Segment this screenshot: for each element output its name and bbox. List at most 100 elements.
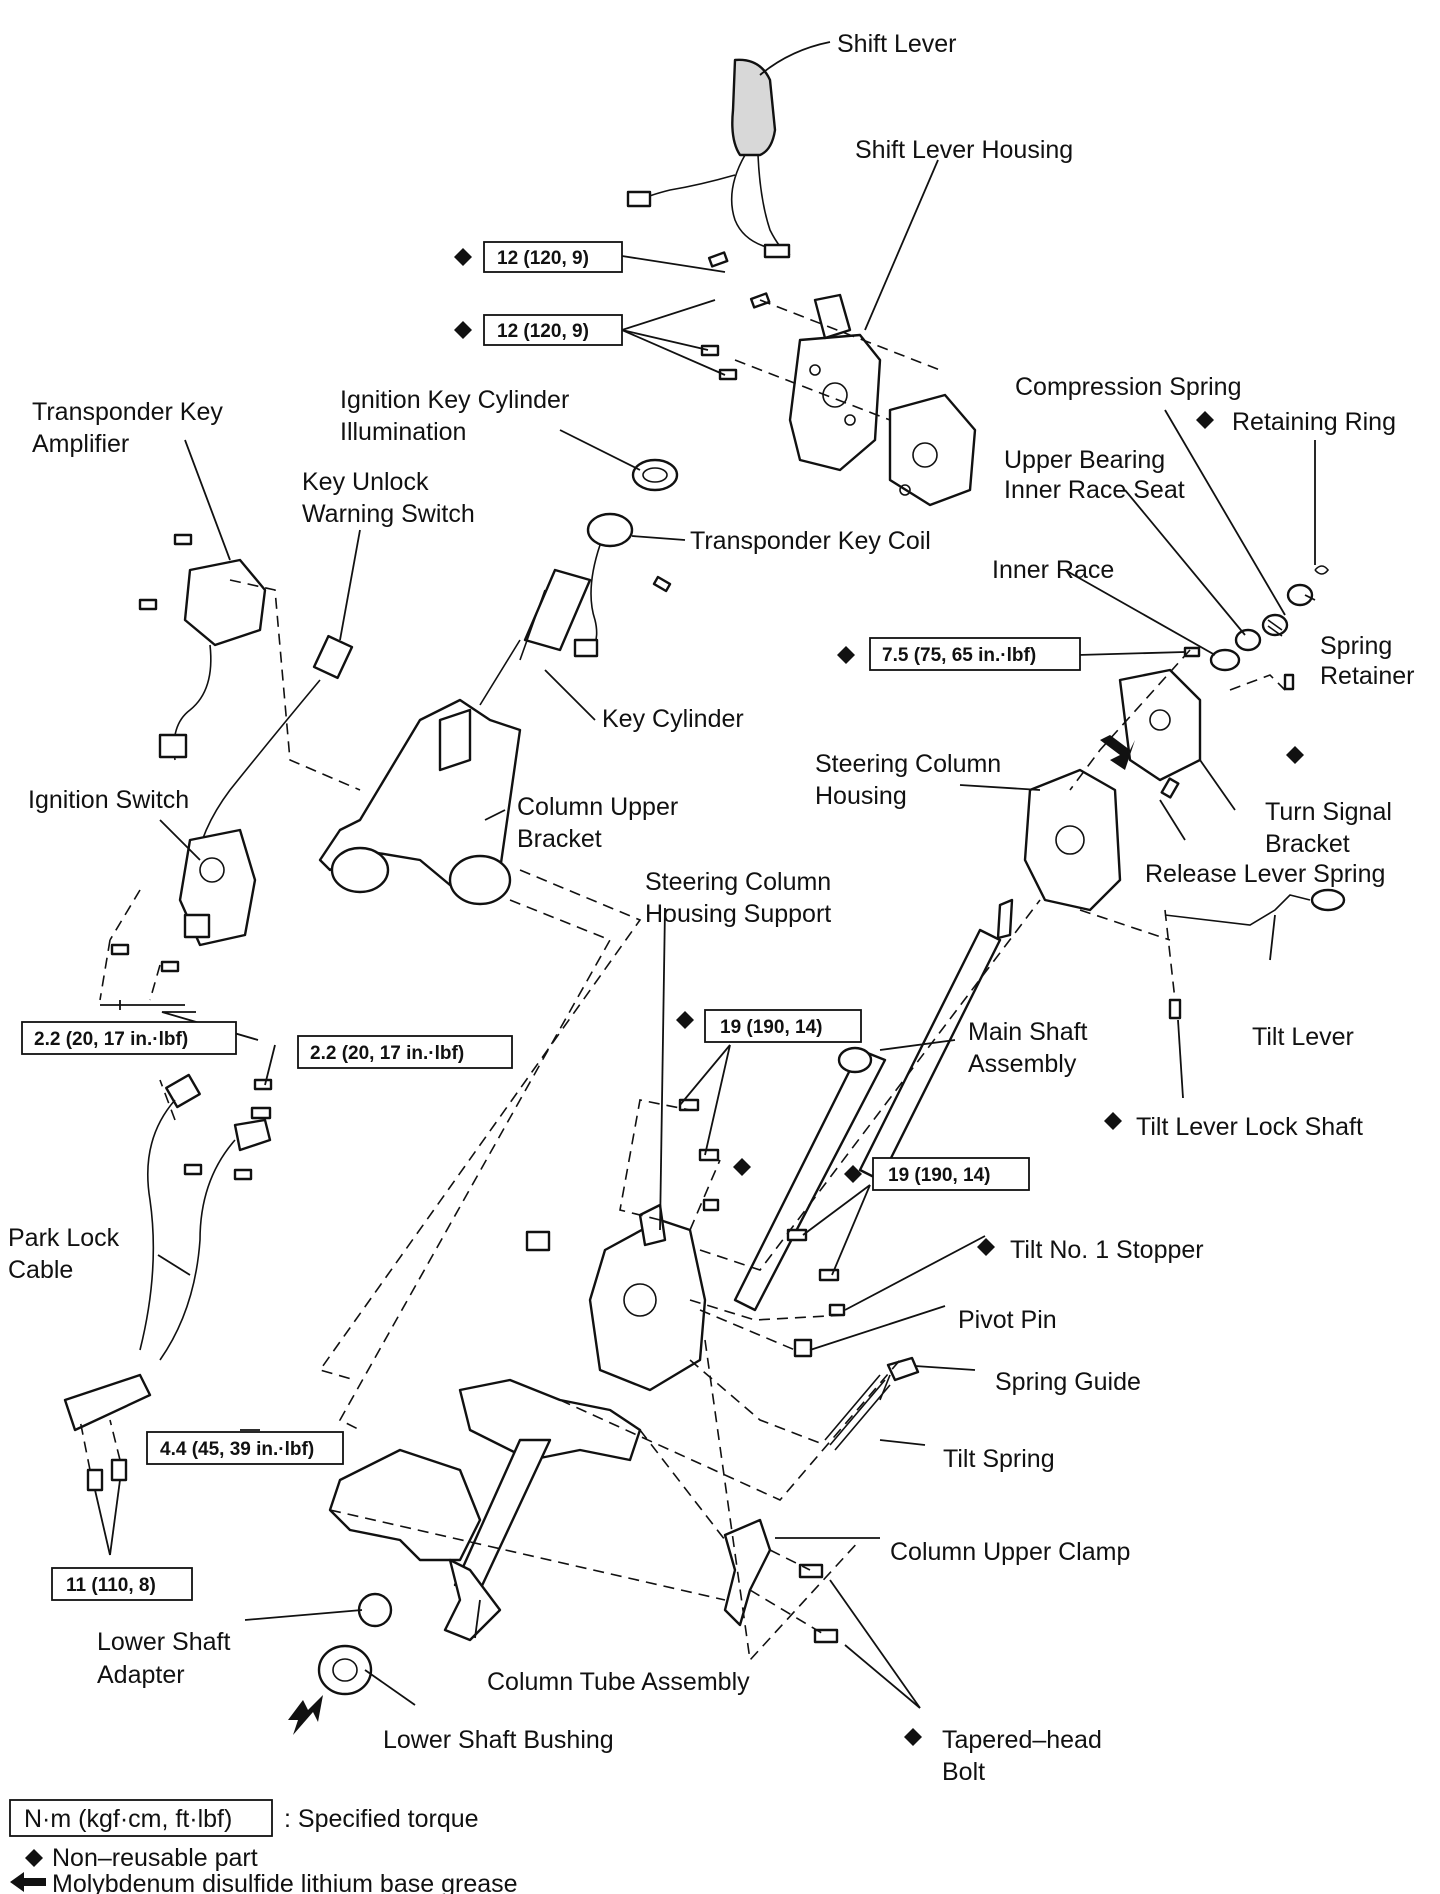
column-upper-clamp-part (723, 1518, 839, 1644)
steering-column-housing-part (1023, 668, 1202, 912)
label-tapered-head-bolt-1: Tapered–head (942, 1726, 1102, 1754)
diamond-icon (844, 1165, 862, 1183)
torque-specs: 12 (120, 9) 12 (120, 9) 7.5 (75, 65 in.·… (21, 241, 1081, 1601)
assembly-dashed-lines (79, 299, 1286, 1662)
diamond-icon (1286, 746, 1304, 764)
label-lower-shaft-adapter-1: Lower Shaft (97, 1628, 230, 1656)
label-turn-signal-bracket-1: Turn Signal (1265, 798, 1392, 826)
legend-torque-desc: : Specified torque (284, 1805, 479, 1833)
tilt-lever-part (1164, 888, 1346, 1020)
label-housing-support-2: Housing Support (645, 900, 831, 928)
label-inner-race: Inner Race (992, 556, 1114, 584)
label-tilt-no1-stopper: Tilt No. 1 Stopper (1010, 1236, 1204, 1264)
tilt-spring-part (824, 1356, 920, 1451)
label-spring-guide: Spring Guide (995, 1368, 1141, 1396)
diamond-icon (1104, 1112, 1122, 1130)
torque-box: 4.4 (45, 39 in.·lbf) (146, 1431, 344, 1465)
label-column-tube-assembly: Column Tube Assembly (487, 1668, 750, 1696)
label-shift-lever: Shift Lever (837, 30, 957, 58)
shift-lever-housing-part (788, 293, 977, 507)
grease-arrow-icon (10, 1872, 46, 1892)
label-main-shaft-2: Assembly (968, 1050, 1077, 1078)
label-release-lever-spring: Release Lever Spring (1145, 860, 1385, 888)
legend-non-reusable: Non–reusable part (52, 1844, 258, 1872)
label-tapered-head-bolt-2: Bolt (942, 1758, 985, 1786)
label-key-unlock-2: Warning Switch (302, 500, 475, 528)
svg-text:2.2 (20, 17 in.·lbf): 2.2 (20, 17 in.·lbf) (310, 1043, 464, 1064)
legend: N·m (kgf·cm, ft·lbf) : Specified torque … (9, 1799, 518, 1894)
column-upper-bracket-part (318, 698, 522, 906)
shift-lever-part (626, 58, 791, 259)
label-key-unlock-1: Key Unlock (302, 468, 429, 496)
svg-text:19 (190, 14): 19 (190, 14) (888, 1165, 990, 1186)
diamond-icon (454, 248, 472, 266)
label-column-upper-bracket-2: Bracket (517, 825, 602, 853)
label-main-shaft-1: Main Shaft (968, 1018, 1088, 1046)
non-reusable-markers (454, 248, 1304, 1746)
svg-text:7.5 (75, 65 in.·lbf): 7.5 (75, 65 in.·lbf) (882, 645, 1036, 666)
label-upper-bearing: Upper Bearing (1004, 446, 1165, 474)
label-lower-shaft-adapter-2: Adapter (97, 1661, 185, 1689)
legend-grease: Molybdenum disulfide lithium base grease (52, 1870, 518, 1894)
torque-box: 2.2 (20, 17 in.·lbf) (21, 1021, 237, 1055)
label-spring-retainer-2: Retainer (1320, 662, 1415, 690)
torque-box: 7.5 (75, 65 in.·lbf) (869, 637, 1081, 671)
label-park-lock-cable-2: Cable (8, 1256, 73, 1284)
label-illumination-2: Illumination (340, 418, 466, 446)
torque-box: 12 (120, 9) (483, 314, 623, 346)
svg-text:2.2 (20, 17 in.·lbf): 2.2 (20, 17 in.·lbf) (34, 1029, 188, 1050)
key-cylinder-part (479, 568, 592, 706)
label-compression-spring: Compression Spring (1015, 373, 1242, 401)
label-column-upper-bracket-1: Column Upper (517, 793, 678, 821)
svg-text:11 (110, 8): 11 (110, 8) (66, 1575, 156, 1596)
shift-housing-bolts (700, 251, 771, 381)
diamond-icon (1196, 411, 1214, 429)
label-illumination-1: Ignition Key Cylinder (340, 386, 569, 414)
diamond-icon (454, 321, 472, 339)
column-tube-assembly-part (328, 1378, 642, 1642)
torque-box: 11 (110, 8) (51, 1567, 193, 1601)
svg-text:4.4 (45, 39 in.·lbf): 4.4 (45, 39 in.·lbf) (160, 1439, 314, 1460)
label-column-upper-clamp: Column Upper Clamp (890, 1538, 1130, 1566)
label-ignition-switch: Ignition Switch (28, 786, 189, 814)
diamond-icon (977, 1238, 995, 1256)
torque-box: 12 (120, 9) (483, 241, 623, 273)
diamond-icon (904, 1728, 922, 1746)
diamond-icon (676, 1011, 694, 1029)
torque-box: 2.2 (20, 17 in.·lbf) (297, 1035, 513, 1069)
label-lower-shaft-bushing: Lower Shaft Bushing (383, 1726, 614, 1754)
diamond-icon (733, 1158, 751, 1176)
legend-torque-unit: N·m (kgf·cm, ft·lbf) (24, 1805, 232, 1833)
label-retaining-ring: Retaining Ring (1232, 408, 1396, 436)
label-pivot-pin: Pivot Pin (958, 1306, 1057, 1334)
label-key-cylinder: Key Cylinder (602, 705, 744, 733)
diamond-icon (25, 1849, 43, 1867)
label-tilt-spring: Tilt Spring (943, 1445, 1055, 1473)
illumination-ring-part (631, 458, 679, 492)
torque-box: 19 (190, 14) (872, 1157, 1030, 1191)
svg-text:12 (120, 9): 12 (120, 9) (497, 321, 589, 342)
ignition-switch-part (110, 828, 257, 973)
housing-support-part (525, 1098, 846, 1392)
diamond-icon (837, 646, 855, 664)
label-steering-column-housing-1: Steering Column (815, 750, 1001, 778)
part-labels: Shift Lever Shift Lever Housing Compress… (8, 30, 1415, 1786)
label-steering-column-housing-2: Housing (815, 782, 907, 810)
transponder-key-coil-part (573, 512, 672, 658)
park-lock-cable-part (63, 1073, 273, 1492)
lower-shaft-parts (288, 1592, 393, 1735)
grease-arrow-icon (1100, 735, 1135, 770)
label-transponder-key-amplifier-2: Amplifier (32, 430, 129, 458)
label-shift-lever-housing: Shift Lever Housing (855, 136, 1073, 164)
torque-box: 19 (190, 14) (704, 1009, 862, 1043)
label-transponder-key-coil: Transponder Key Coil (690, 527, 931, 555)
label-spring-retainer-1: Spring (1320, 632, 1392, 660)
label-housing-support-1: Steering Column (645, 868, 831, 896)
label-tilt-lever: Tilt Lever (1252, 1023, 1354, 1051)
label-park-lock-cable-1: Park Lock (8, 1224, 120, 1252)
svg-text:19 (190, 14): 19 (190, 14) (720, 1017, 822, 1038)
transponder-key-amplifier-part (138, 533, 267, 761)
main-shaft-part (733, 898, 1014, 1312)
leader-lines (94, 41, 1316, 1709)
